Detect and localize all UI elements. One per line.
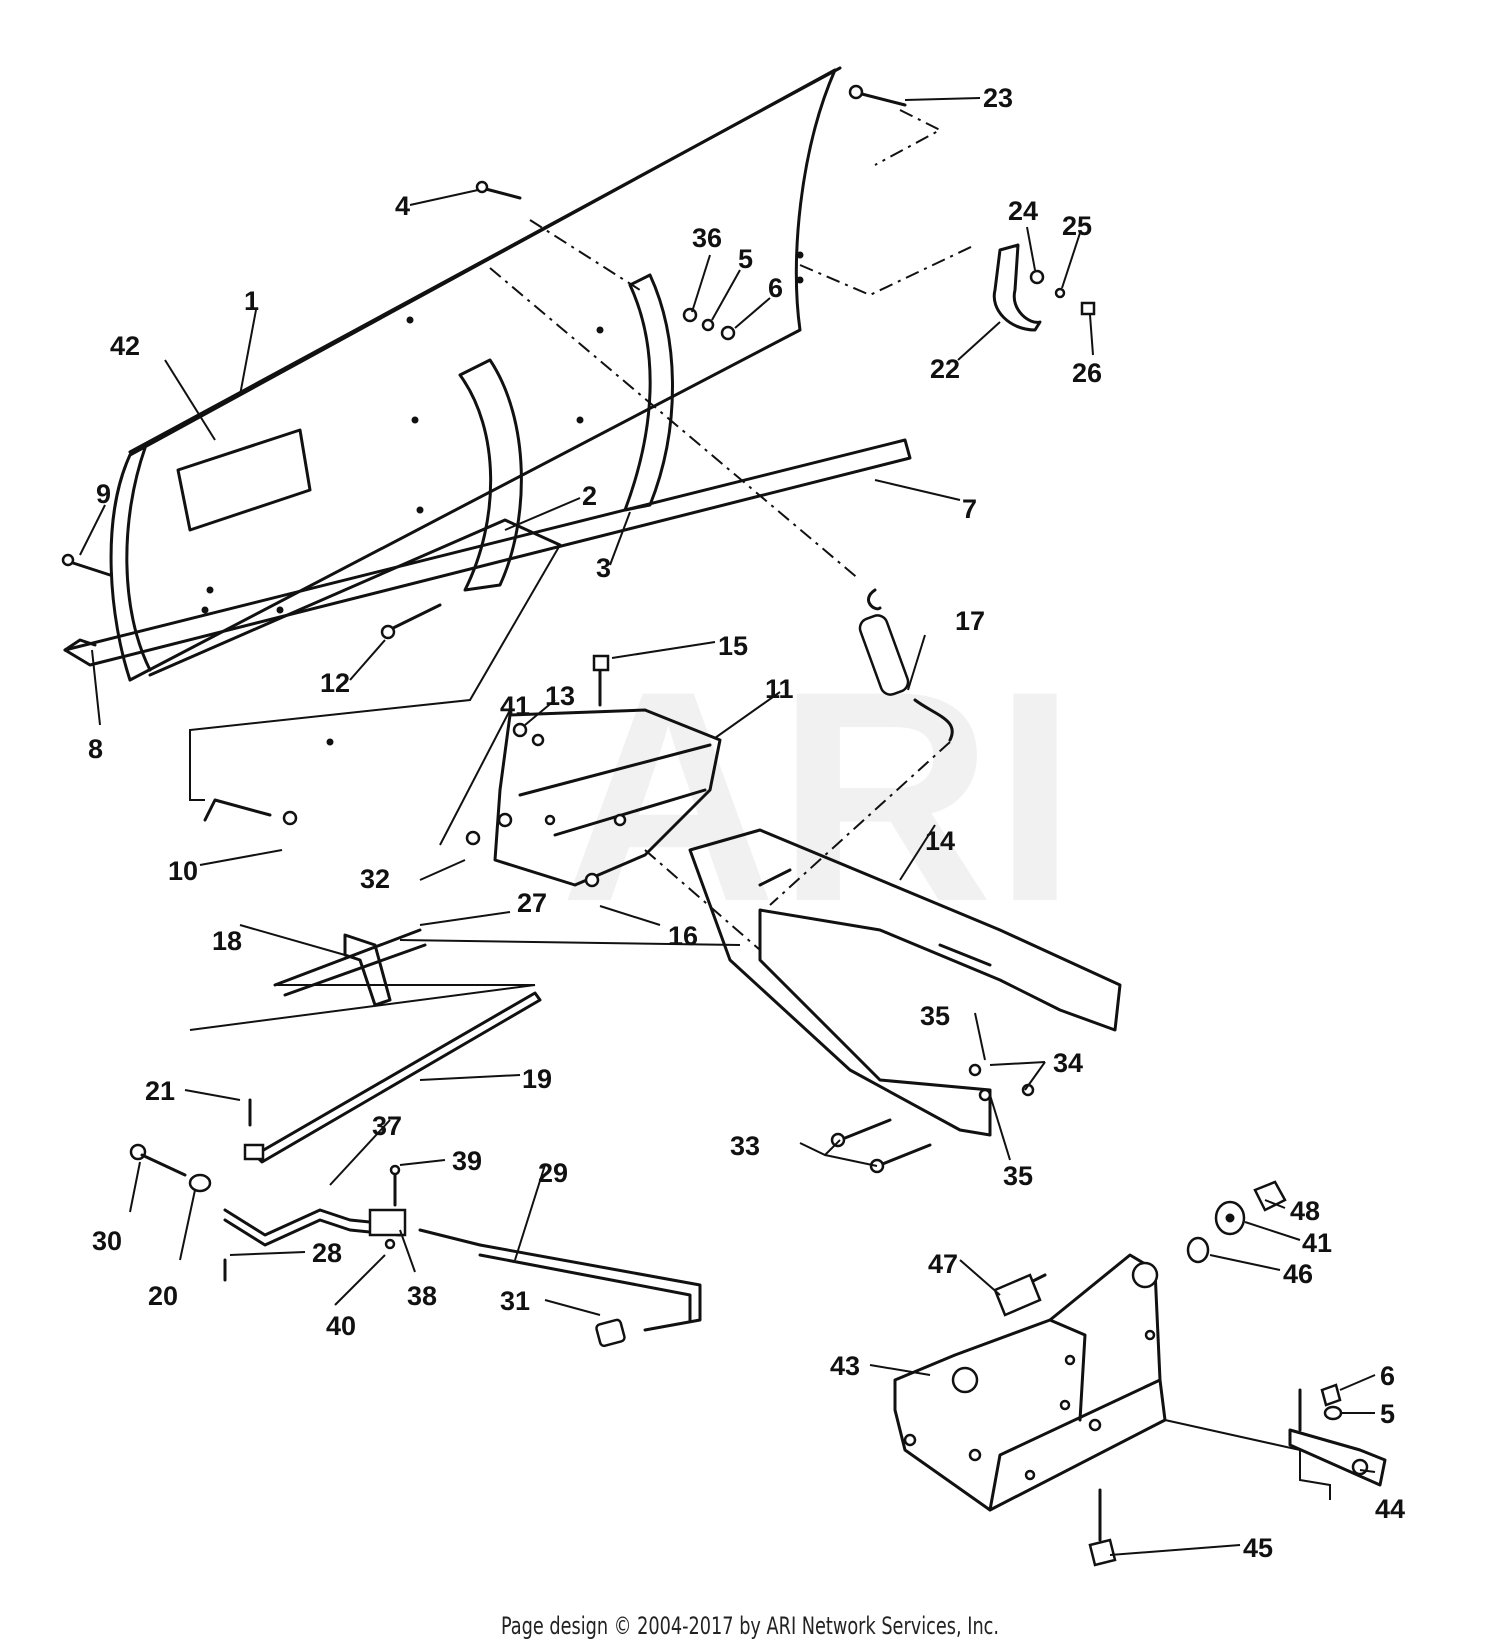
callout-46: 46 [1283,1259,1313,1289]
copyright-footer: Page design © 2004-2017 by ARI Network S… [500,1612,1000,1640]
callout-13: 13 [545,681,575,711]
callout-6a: 6 [768,273,783,303]
callout-36: 36 [692,223,722,253]
callout-19: 19 [522,1064,552,1094]
center-mount [493,708,722,887]
callout-27: 27 [517,888,547,918]
callout-16: 16 [668,921,698,951]
corner-bracket [992,243,1042,332]
callout-20: 20 [148,1281,178,1311]
cutting-edge-bar [63,438,912,667]
callout-5a: 5 [738,244,753,274]
callout-23: 23 [983,83,1013,113]
callout-32: 32 [360,864,390,894]
blade-hardware [61,84,907,826]
callout-14: 14 [925,826,955,856]
plow-blade [109,66,842,822]
callout-37: 37 [372,1111,402,1141]
callout-25: 25 [1062,211,1092,241]
callout-35a: 35 [920,1001,950,1031]
callout-26: 26 [1072,358,1102,388]
callout-43: 43 [830,1351,860,1381]
callout-47: 47 [928,1249,958,1279]
callout-31: 31 [500,1286,530,1316]
callout-labels: 1 42 4 23 36 5 6 24 25 22 26 2 3 7 9 8 1… [88,83,1405,1563]
callout-18: 18 [212,926,242,956]
callout-17: 17 [955,606,985,636]
callout-7: 7 [962,494,977,524]
blade-rib [458,358,523,592]
callout-3: 3 [596,553,611,583]
callout-28: 28 [312,1238,342,1268]
a-frame [688,828,1122,1137]
callout-21: 21 [145,1076,175,1106]
callout-22: 22 [930,354,960,384]
callout-44: 44 [1375,1494,1405,1524]
watermark: ARI [560,628,1077,964]
callout-2: 2 [582,481,597,511]
callout-15: 15 [718,631,748,661]
callout-40: 40 [326,1311,356,1341]
leader-lines [79,97,1376,1556]
callout-34: 34 [1053,1048,1083,1078]
hitch-bracket [893,1253,1167,1512]
decal-plate [176,428,312,532]
callout-48: 48 [1290,1196,1320,1226]
callout-41a: 41 [500,691,530,721]
callout-30: 30 [92,1226,122,1256]
callout-11: 11 [765,674,794,704]
callout-10: 10 [168,856,198,886]
callout-41b: 41 [1302,1228,1332,1258]
callout-12: 12 [320,668,350,698]
callout-24: 24 [1008,196,1038,226]
callout-8: 8 [88,734,103,764]
callout-39: 39 [452,1146,482,1176]
callout-4: 4 [395,191,410,221]
callout-6b: 6 [1380,1361,1395,1391]
callout-38: 38 [407,1281,437,1311]
callout-29: 29 [538,1158,568,1188]
callout-5b: 5 [1380,1399,1395,1429]
callout-45: 45 [1243,1533,1273,1563]
callout-33: 33 [730,1131,760,1161]
lift-lever [223,1208,702,1332]
blade-rib-right [623,273,674,512]
callout-35b: 35 [1003,1161,1033,1191]
lift-spring [858,588,954,742]
callout-9: 9 [96,479,111,509]
callout-42: 42 [110,331,140,361]
callout-1: 1 [244,286,259,316]
